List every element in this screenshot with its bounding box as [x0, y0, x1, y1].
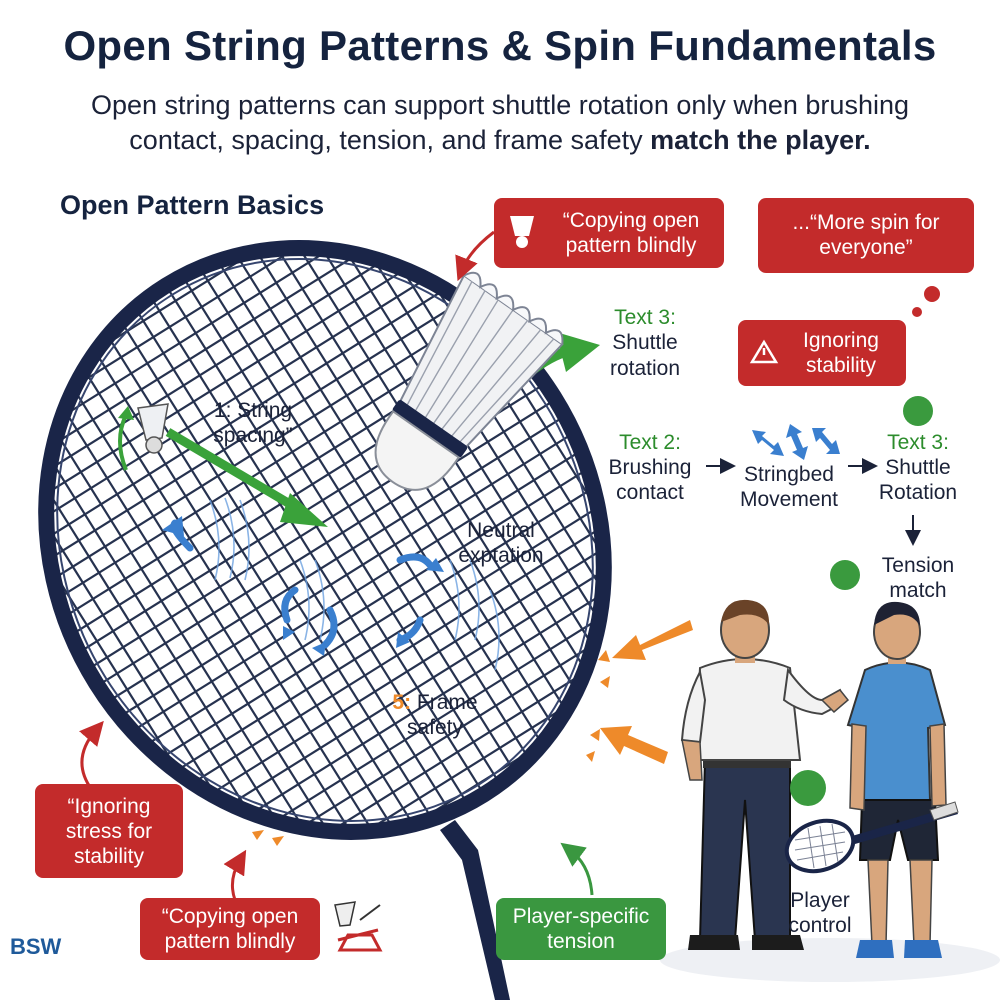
thought-dot [912, 307, 922, 317]
copy-warning-icon [334, 901, 383, 952]
callout-copying-pattern-bottom: “Copying open pattern blindly [140, 898, 320, 960]
cross-string [84, 385, 578, 695]
main-string [192, 220, 555, 799]
callout-more-spin-text: ...“More spin for everyone” [792, 211, 940, 259]
section-heading: Open Pattern Basics [60, 190, 325, 220]
string-spacing-label: 1: String spacing” [213, 399, 293, 447]
text3-top-body: Shuttle rotation [609, 331, 681, 380]
callout-player-tension-text: Player-specific tension [512, 905, 650, 953]
cross-string [13, 272, 507, 582]
text3-top-title: Text 3: [614, 306, 676, 329]
racket-frame [38, 240, 612, 840]
subtitle-text: Open string patterns can support shuttle… [91, 90, 909, 155]
frame-safety-text: Frame safety [406, 691, 478, 739]
cross-string [124, 449, 618, 759]
cross-string [134, 465, 628, 776]
frame-safety-label: 5: Frame safety [380, 690, 490, 740]
frame-pressure-arrows [600, 620, 693, 764]
main-string [14, 331, 378, 910]
text3-body: Shuttle Rotation [878, 456, 958, 504]
frame-stress-marks [252, 650, 610, 846]
callout-ignoring-stress: “Ignoring stress for stability [35, 784, 183, 878]
cross-string [104, 417, 598, 727]
page-subtitle: Open string patterns can support shuttle… [60, 88, 940, 158]
main-string [79, 291, 442, 870]
callout-ignoring-stability: Ignoring stability [738, 320, 906, 386]
player-figure [784, 601, 959, 958]
cross-string [164, 514, 658, 824]
main-string [176, 230, 539, 809]
neutral-expectation-label: Neutral exptation [458, 519, 544, 567]
main-string [127, 261, 490, 839]
cross-string [3, 256, 497, 566]
frame-safety-number: 5: [392, 691, 412, 714]
string-motion-lines [209, 497, 500, 671]
cross-string [144, 481, 638, 792]
cross-string [0, 240, 487, 550]
stringbed-mini-arrows [752, 424, 840, 460]
microphone-icon [903, 396, 933, 426]
thought-dot [924, 286, 940, 302]
callout-ignoring-stress-text: “Ignoring stress for stability [65, 795, 153, 868]
small-shuttle-icon [118, 403, 169, 471]
callout-more-spin: ...“More spin for everyone” [758, 198, 974, 273]
microphone-icon [830, 560, 860, 590]
main-string [111, 271, 474, 850]
callout-copying-pattern-bottom-text: “Copying open pattern blindly [161, 905, 299, 953]
coach-figure [680, 599, 850, 950]
main-string [95, 281, 458, 860]
main-string [63, 301, 426, 880]
bsw-logo: BSW [10, 934, 62, 959]
cross-string [114, 433, 608, 743]
main-string [224, 200, 587, 779]
tension-match-label: Tension match [881, 554, 955, 602]
callout-player-tension: Player-specific tension [496, 898, 666, 960]
text2-title: Text 2: [619, 431, 681, 454]
shuttlecock-large [374, 271, 564, 491]
callout-copying-pattern-top-text: “Copying open pattern blindly [562, 209, 700, 257]
racket-shaft [440, 820, 510, 1000]
main-string [208, 210, 571, 789]
cross-string [154, 498, 648, 808]
main-string [31, 321, 394, 900]
spin-direction-arrow [165, 428, 328, 527]
stringbed-arrowheads [162, 516, 444, 656]
page-title: Open String Patterns & Spin Fundamentals [63, 22, 937, 69]
callout-copying-pattern-top: “Copying open pattern blindly [494, 198, 724, 268]
cross-string [174, 530, 668, 840]
racket-frame-inner [56, 258, 594, 822]
warning-icon [749, 339, 779, 364]
main-string [143, 251, 507, 829]
callout-ignoring-stability-text: Ignoring stability [803, 329, 879, 377]
text2-body: Brushing contact [608, 456, 692, 504]
microphone-icon [790, 770, 826, 806]
player-control-label: Player control [788, 889, 852, 937]
main-string [160, 241, 523, 819]
text3-title: Text 3: [887, 431, 949, 454]
stringbed-movement-label: Stringbed Movement [739, 463, 839, 511]
main-string [47, 311, 410, 890]
cross-string [94, 401, 588, 711]
shuttle-icon [510, 216, 534, 248]
subtitle-emphasis: match the player. [650, 125, 871, 155]
